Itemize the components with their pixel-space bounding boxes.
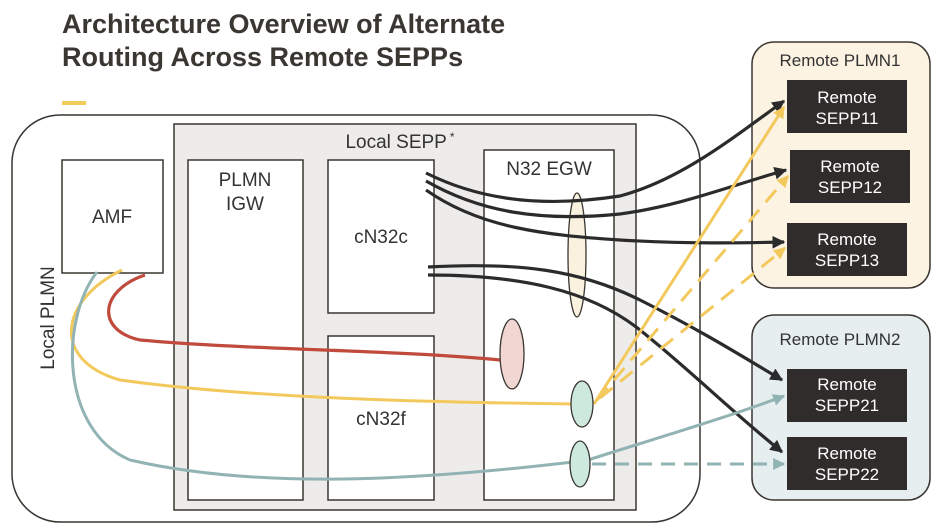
title-line-2: Routing Across Remote SEPPs [62, 42, 464, 72]
remote-sepp-21-line1: Remote [817, 375, 877, 394]
cn32f-label: cN32f [356, 409, 406, 430]
diagram-title: Architecture Overview of Alternate Routi… [62, 8, 505, 74]
plmn-igw-box [187, 159, 304, 501]
plmn-igw-label-line2: IGW [226, 194, 264, 215]
egw-yellow-connector [570, 380, 594, 428]
remote-sepp-13: Remote SEPP13 [787, 223, 907, 276]
remote-sepp-21-box [787, 369, 907, 422]
title-line-1: Architecture Overview of Alternate [62, 9, 506, 39]
n32-egw-label: N32 EGW [506, 159, 592, 180]
plmn-igw-label-line1: PLMN [219, 170, 272, 191]
cn32f-box [327, 335, 435, 501]
remote-sepp-13-line2: SEPP13 [815, 251, 879, 270]
remote-sepp-11-line2: SEPP11 [815, 109, 878, 128]
remote-sepp-21: Remote SEPP21 [787, 369, 907, 422]
flow-yellow-to-sepp12 [595, 175, 790, 401]
remote-sepp-11-box [787, 80, 907, 133]
amf-box [61, 159, 164, 274]
remote-sepp-22-line2: SEPP22 [815, 465, 879, 484]
egw-red-connector [499, 318, 525, 390]
remote-sepp-21-line2: SEPP21 [815, 396, 879, 415]
flow-amf-teal [70, 271, 574, 481]
remote-sepp-13-box [787, 223, 907, 276]
remote-sepp-12-box [790, 150, 910, 203]
remote-sepp-12-line1: Remote [820, 157, 880, 176]
remote-sepp-11: Remote SEPP11 [787, 80, 907, 133]
remote-sepp-22: Remote SEPP22 [787, 437, 907, 490]
remote-plmn1-label: Remote PLMN1 [780, 51, 901, 70]
flow-yellow-to-sepp11 [592, 105, 786, 405]
egw-teal-connector [569, 440, 591, 488]
remote-sepp-12-line2: SEPP12 [818, 178, 882, 197]
remote-plmn2-label: Remote PLMN2 [780, 330, 901, 349]
remote-sepp-13-line1: Remote [817, 230, 877, 249]
title-accent-bar [62, 101, 86, 105]
cn32c-box [327, 159, 435, 314]
cn32c-label: cN32c [354, 227, 408, 248]
local-sepp-label: Local SEPP * [345, 130, 454, 153]
flow-teal-to-sepp21 [587, 394, 786, 462]
amf-label: AMF [92, 207, 132, 228]
flow-yellow-to-sepp13 [599, 246, 786, 400]
egw-routing-pill [567, 192, 587, 318]
remote-sepp-12: Remote SEPP12 [790, 150, 910, 203]
remote-sepp-22-line1: Remote [817, 444, 877, 463]
flow-cn32c-to-sepp21 [427, 264, 784, 382]
flow-cn32c-to-sepp13 [425, 188, 786, 249]
flow-amf-yellow [69, 268, 575, 406]
remote-sepp-22-box [787, 437, 907, 490]
remote-sepp-11-line1: Remote [817, 88, 877, 107]
local-sepp-asterisk: * [450, 130, 455, 144]
local-sepp-title: Local SEPP [345, 132, 446, 153]
local-plmn-label: Local PLMN [38, 266, 59, 370]
flow-cn32c-to-sepp11 [425, 99, 786, 204]
flow-amf-red [107, 273, 501, 362]
